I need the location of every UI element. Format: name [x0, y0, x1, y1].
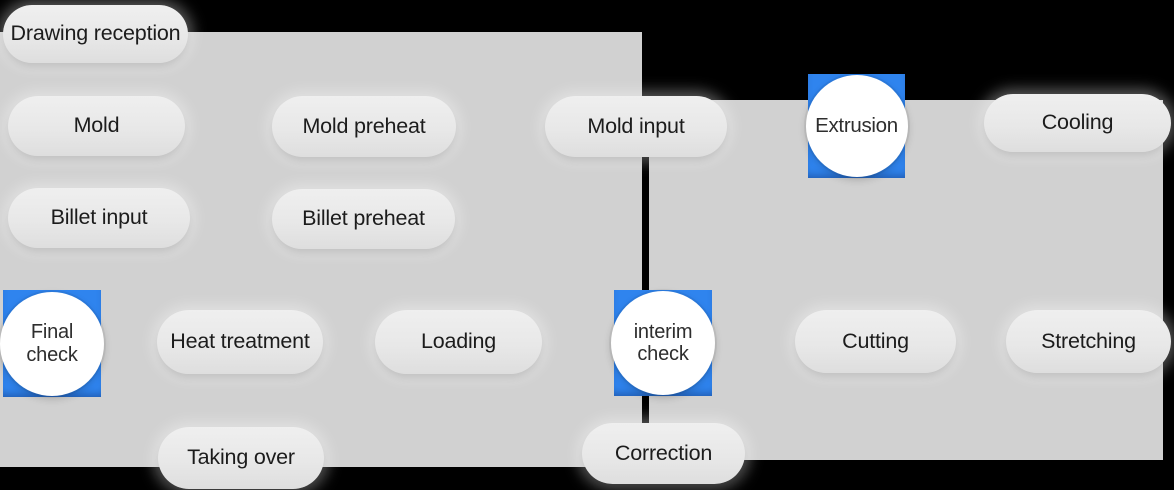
step-label: Billet input [50, 205, 148, 230]
step-label-line1: interim [633, 320, 693, 343]
interim-check-circle: interim check [611, 291, 715, 395]
step-label: Cooling [1041, 110, 1114, 135]
step-label: Drawing reception [10, 21, 181, 46]
step-billet-input: Billet input [8, 188, 190, 248]
step-label: Cutting [842, 328, 909, 353]
step-correction: Correction [582, 423, 745, 484]
step-taking-over: Taking over [158, 427, 324, 489]
step-label-line2: check [637, 343, 689, 365]
step-final-check: Final check [0, 290, 104, 397]
step-mold-preheat: Mold preheat [272, 96, 456, 157]
step-stretching: Stretching [1006, 310, 1171, 373]
step-label: Mold preheat [302, 113, 426, 138]
diagram-panel-right [649, 100, 1163, 460]
step-label-line1: Final [30, 321, 74, 344]
step-drawing-reception: Drawing reception [3, 5, 188, 63]
step-mold-input: Mold input [545, 96, 727, 157]
step-label-line2: check [26, 343, 78, 366]
step-interim-check: interim check [611, 290, 715, 396]
step-label: Correction [614, 440, 713, 465]
final-check-circle: Final check [0, 291, 104, 396]
step-label: Heat treatment [170, 329, 310, 354]
step-label: Mold [73, 113, 120, 138]
step-cutting: Cutting [795, 310, 956, 373]
step-mold: Mold [8, 96, 185, 156]
step-label: Billet preheat [302, 206, 425, 231]
step-label: Extrusion [815, 113, 898, 137]
extrusion-circle: Extrusion [805, 75, 908, 177]
step-label: Loading [420, 329, 497, 354]
step-extrusion: Extrusion [805, 74, 908, 178]
step-billet-preheat: Billet preheat [272, 189, 455, 249]
step-label: Taking over [187, 445, 295, 470]
step-label: Mold input [587, 113, 685, 138]
step-heat-treatment: Heat treatment [157, 310, 323, 374]
step-cooling: Cooling [984, 94, 1171, 152]
step-label: Stretching [1041, 328, 1136, 353]
step-loading: Loading [375, 310, 542, 374]
